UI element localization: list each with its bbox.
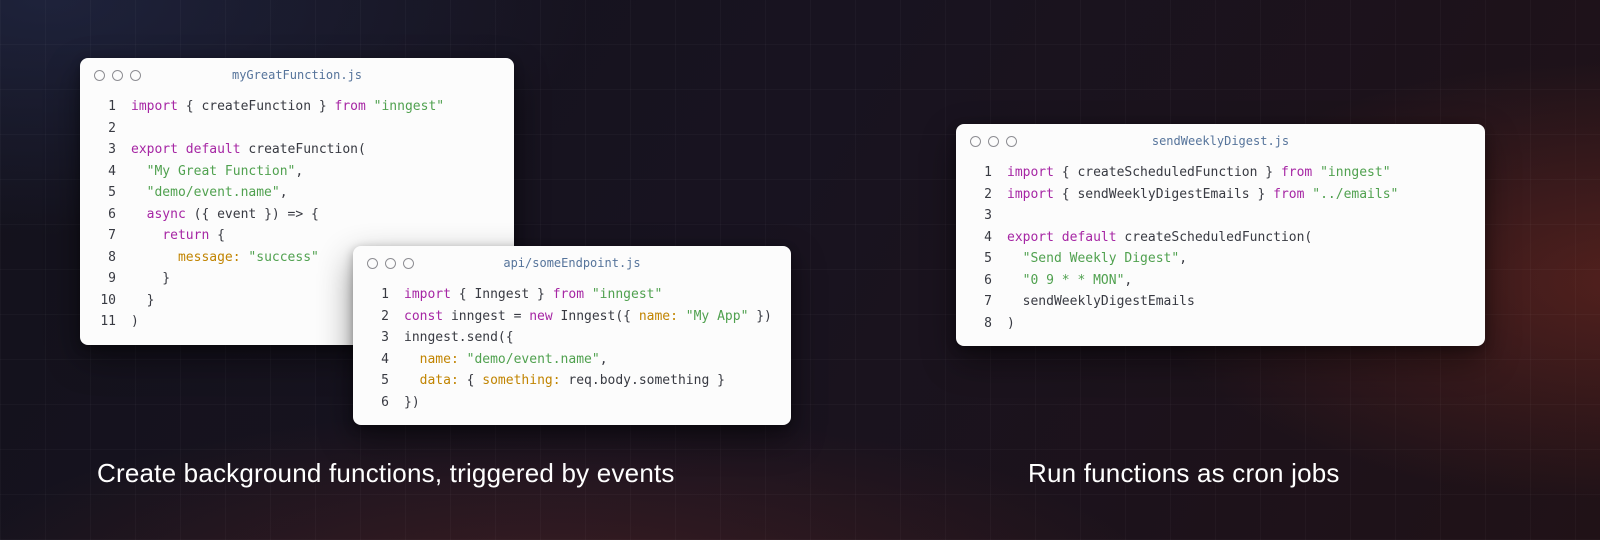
line-number: 8 [984,315,992,331]
window-header: myGreatFunction.js [80,58,514,92]
window-controls [94,69,141,81]
line-number: 3 [108,142,116,157]
window-dot-icon [385,257,396,269]
window-title: sendWeeklyDigest.js [1151,134,1290,148]
window-title: api/someEndpoint.js [503,256,641,270]
code-line: 5 data: { something: req.body.something … [369,370,777,392]
window-header: api/someEndpoint.js [353,246,791,280]
line-number: 11 [100,314,116,329]
caption-background-functions: Create background functions, triggered b… [97,458,675,488]
window-controls [367,257,414,269]
line-number: 1 [108,99,116,114]
code-line: 10 } [96,290,500,312]
line-number: 5 [381,373,389,388]
line-number: 6 [984,272,992,288]
code-line: 6 "0 9 * * MON", [972,270,1471,292]
code-line: 7 return { [96,225,500,247]
line-number: 2 [984,186,992,202]
line-number: 6 [108,206,116,222]
code-line: 5 "demo/event.name", [96,182,500,204]
window-dot-icon [367,257,378,269]
code-line: 2 [96,118,500,140]
line-number: 3 [984,208,992,223]
code-line: 3 [972,205,1471,227]
window-dot-icon [94,69,105,81]
line-number: 8 [108,249,116,265]
line-number: 1 [984,165,992,180]
code-line: 5 "Send Weekly Digest", [972,248,1471,270]
line-number: 5 [108,185,116,200]
line-number: 2 [381,308,389,324]
code-line: 8 message: "success" [96,247,500,269]
window-dot-icon [970,135,981,147]
code-line: 4 "My Great Function", [96,161,500,183]
line-number: 3 [381,330,389,345]
code-line: 6}) [369,392,777,414]
line-number: 10 [100,292,116,308]
code-line: 9 } [96,268,500,290]
code-line: 7 sendWeeklyDigestEmails [972,291,1471,313]
line-number: 7 [984,294,992,309]
code-line: 6 async ({ event }) => { [96,204,500,226]
line-number: 4 [108,163,116,179]
line-number: 2 [108,120,116,136]
window-dot-icon [112,69,123,81]
code-line: 8) [972,313,1471,335]
window-dot-icon [1006,135,1017,147]
code-line: 11) [96,311,500,333]
code-line: 4 name: "demo/event.name", [369,349,777,371]
line-number: 7 [108,228,116,243]
window-dot-icon [988,135,999,147]
caption-cron-jobs: Run functions as cron jobs [1028,458,1340,488]
window-dot-icon [403,257,414,269]
window-dot-icon [130,69,141,81]
line-number: 4 [381,351,389,367]
window-header: sendWeeklyDigest.js [956,124,1485,158]
line-number: 4 [984,229,992,245]
window-title: myGreatFunction.js [231,68,363,82]
window-controls [970,135,1017,147]
line-number: 6 [381,394,389,410]
line-number: 9 [108,271,116,286]
line-number: 5 [984,251,992,266]
line-number: 1 [381,287,389,302]
